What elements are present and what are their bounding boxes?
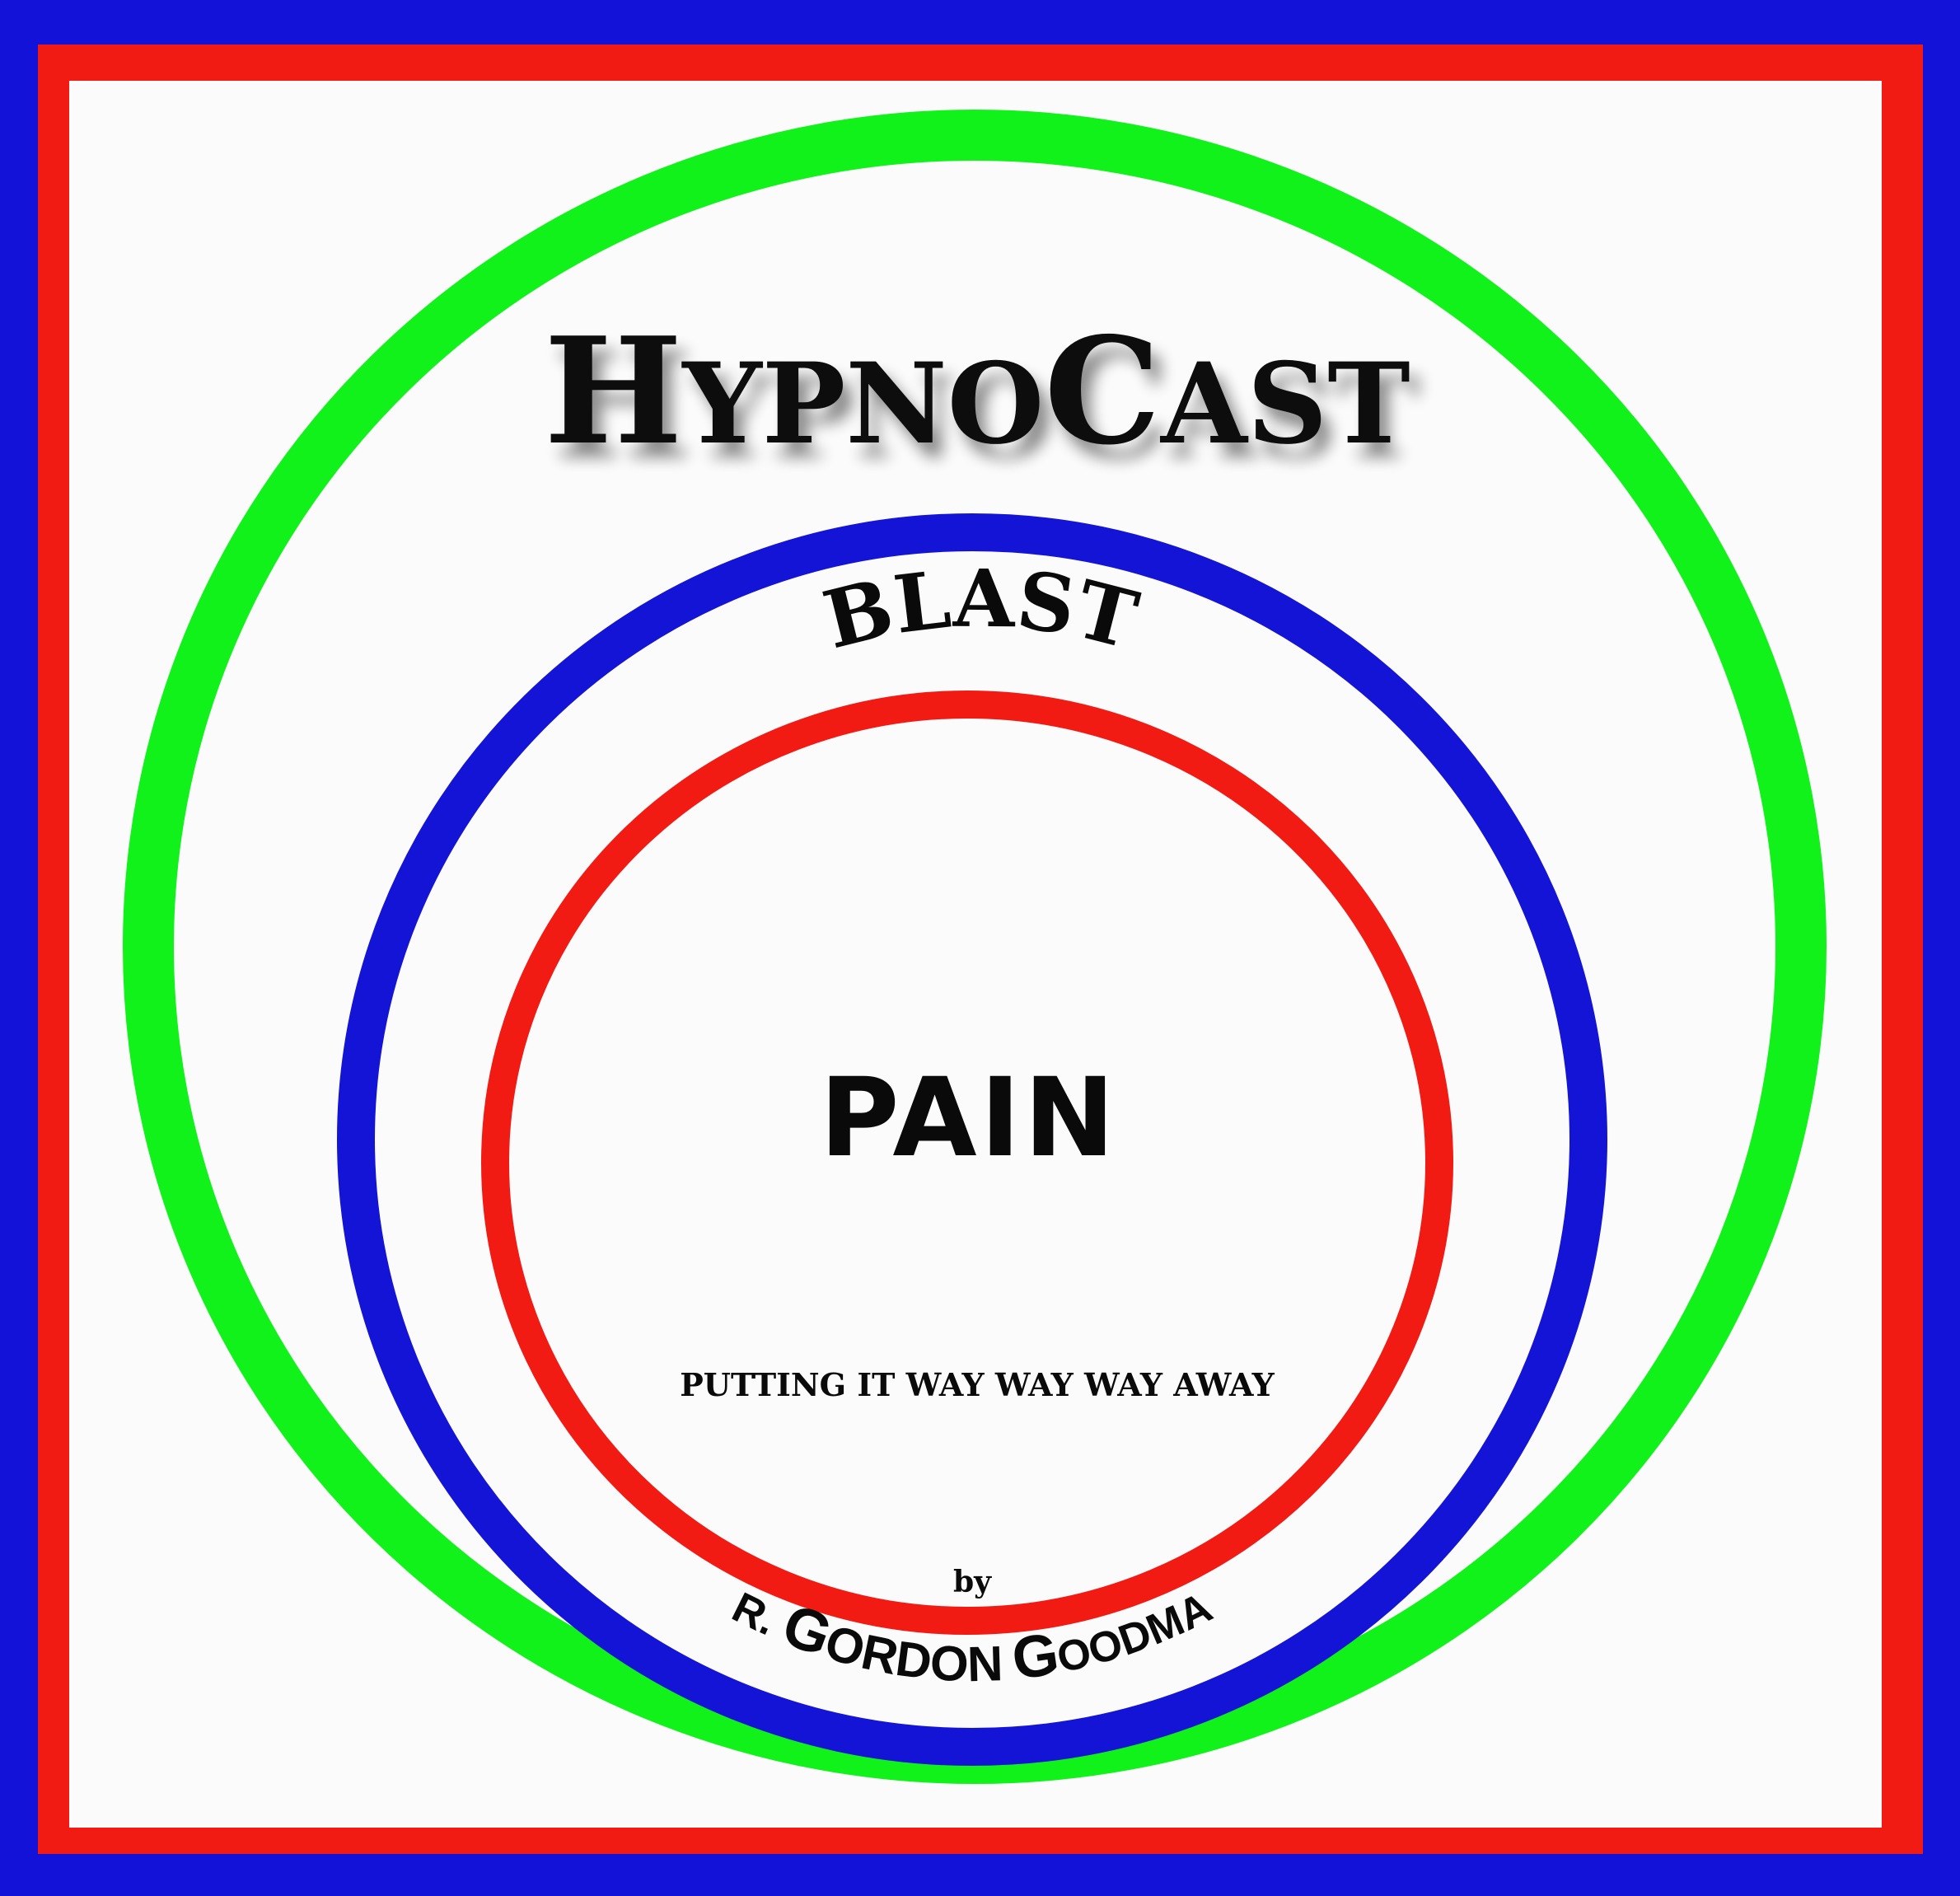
red-ring <box>481 691 1453 1635</box>
pain-label: PAIN <box>820 1055 1118 1182</box>
author-g2: G <box>1008 1621 1063 1692</box>
title-part-ast: AST <box>1159 338 1410 469</box>
blue-ring <box>337 513 1607 1766</box>
title-letter-c: C <box>1044 305 1161 477</box>
title-letter-h: H <box>544 305 682 477</box>
by-label: by <box>953 1565 992 1599</box>
title-part-ypno: YPNO <box>681 338 1044 469</box>
tagline: PUTTING IT WAY WAY WAY AWAY <box>680 1366 1275 1403</box>
title: HYPNOCAST <box>544 305 1410 477</box>
